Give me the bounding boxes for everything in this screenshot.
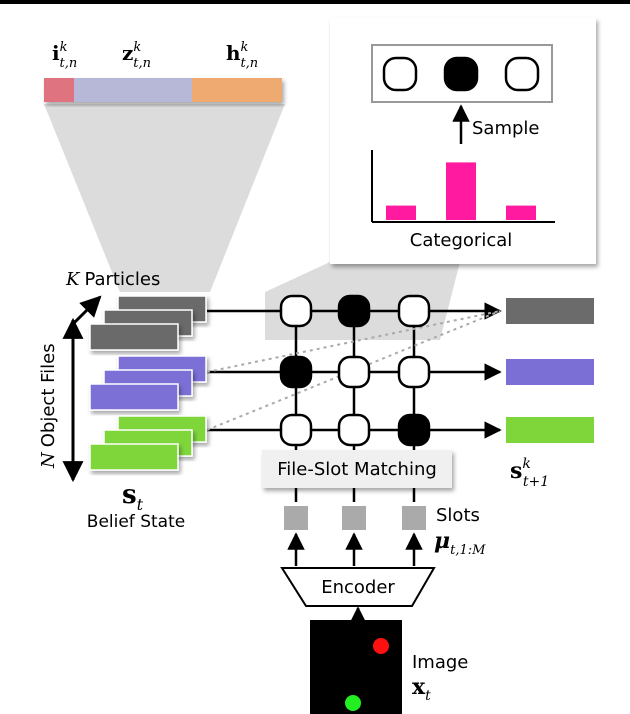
output-state-1 — [506, 359, 594, 385]
state-vector-segment-h — [192, 78, 282, 102]
output-state-2 — [506, 417, 594, 443]
matching-node-r0-c1 — [337, 294, 371, 328]
slot-1 — [342, 506, 366, 530]
sample-outcome-2 — [504, 56, 540, 92]
sample-circles — [382, 56, 540, 92]
dotted-link-0 — [206, 310, 501, 373]
image-label: Image — [412, 652, 468, 673]
matching-label: File-Slot Matching — [277, 459, 437, 480]
matching-grid-nodes — [279, 294, 431, 447]
categorical-label: Categorical — [410, 230, 513, 251]
matching-node-r2-c1 — [337, 413, 371, 447]
matching-label-box — [262, 450, 452, 488]
matching-node-r0-c0 — [279, 294, 313, 328]
matching-node-r0-c2 — [397, 294, 431, 328]
particle-row-2-layer-0 — [89, 443, 179, 471]
state-vector-segment-i — [44, 78, 74, 102]
slots-label: Slots — [436, 505, 480, 526]
inset-panel: Sample Categorical — [330, 18, 596, 264]
encoder-block — [280, 567, 436, 607]
matching-node-r2-c0 — [279, 413, 313, 447]
matching-node-r1-c2 — [397, 355, 431, 389]
belief-state-caption: Belief State — [87, 512, 185, 532]
state-vector-segment-z — [74, 78, 192, 102]
particle-row-0-layer-0 — [89, 323, 179, 351]
slot-2 — [402, 506, 426, 530]
sample-outcome-1 — [443, 56, 479, 92]
belief-state-symbol: st — [122, 480, 144, 514]
top-border — [0, 0, 630, 4]
image-symbol: xt — [412, 674, 431, 704]
output-states — [506, 298, 594, 443]
zoom-funnel-left — [44, 104, 285, 292]
output-state-0 — [506, 298, 594, 324]
categorical-bar-0 — [386, 205, 416, 220]
sample-outcome-0 — [382, 56, 418, 92]
matching-node-r1-c0 — [279, 355, 313, 389]
state-vector — [44, 78, 282, 102]
slots-symbol: μt,1:M — [434, 528, 486, 558]
encoder-label: Encoder — [321, 577, 395, 598]
slot-0 — [284, 506, 308, 530]
image-red-object — [373, 638, 389, 654]
categorical-bar-1 — [446, 162, 476, 220]
slots — [284, 506, 426, 566]
categorical-bars — [386, 162, 536, 220]
matching-node-r1-c1 — [337, 355, 371, 389]
image-green-object — [345, 695, 361, 711]
object-files-label: NObject Files — [38, 343, 59, 469]
particles-axis-arrow — [70, 295, 102, 327]
matching-node-r2-c2 — [397, 413, 431, 447]
matching-dotted-lines — [206, 310, 501, 431]
belief-state-particles — [89, 295, 207, 471]
categorical-bar-2 — [506, 205, 536, 220]
particle-row-1-layer-0 — [89, 383, 179, 411]
sample-label: Sample — [472, 118, 540, 139]
